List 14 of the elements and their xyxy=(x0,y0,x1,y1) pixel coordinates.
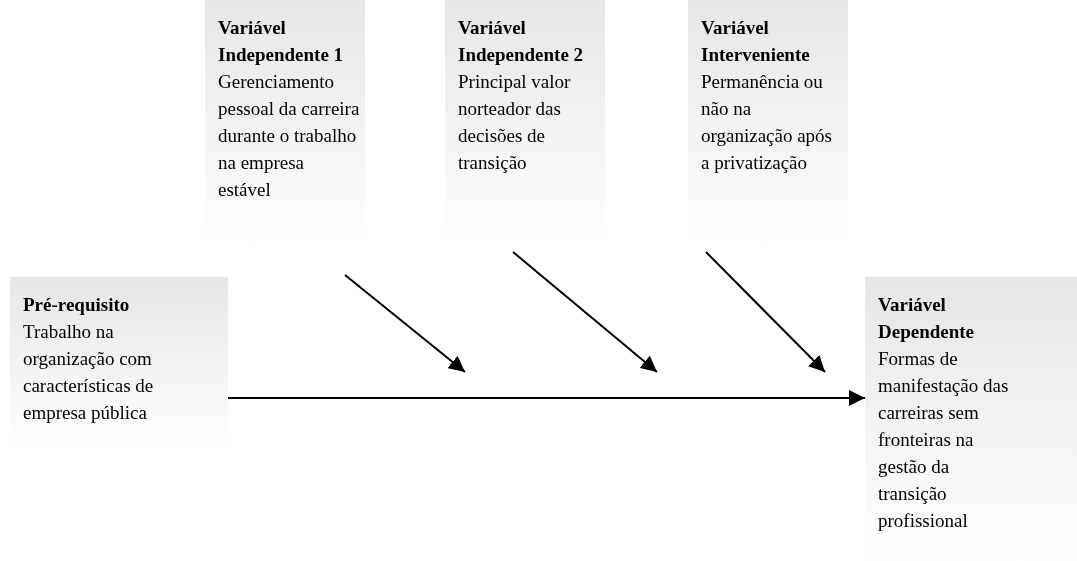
box-description: Formas de manifestação das carreiras sem fronteiras na gestão da transição profissional xyxy=(878,347,1010,533)
arrow xyxy=(227,390,866,406)
box-description: Gerenciamento pessoal da carreira durante o trabalho na empresa estável xyxy=(218,70,361,202)
box-heading: Variável Independente 1 xyxy=(218,16,345,67)
box-heading: Variável Dependente xyxy=(878,293,976,344)
box-heading: Pré-requisito xyxy=(23,293,131,317)
box-heading: Variável Interveniente xyxy=(701,16,811,67)
box-heading: Variável Independente 2 xyxy=(458,16,585,67)
arrow xyxy=(512,251,658,373)
arrow xyxy=(705,251,826,373)
box-description: Trabalho na organização com características de empresa pública xyxy=(23,320,155,425)
box-description: Principal valor norteador das decisões de transição xyxy=(458,70,572,175)
box-description: Permanência ou não na organização após a privatização xyxy=(701,70,833,175)
arrow xyxy=(344,274,466,373)
